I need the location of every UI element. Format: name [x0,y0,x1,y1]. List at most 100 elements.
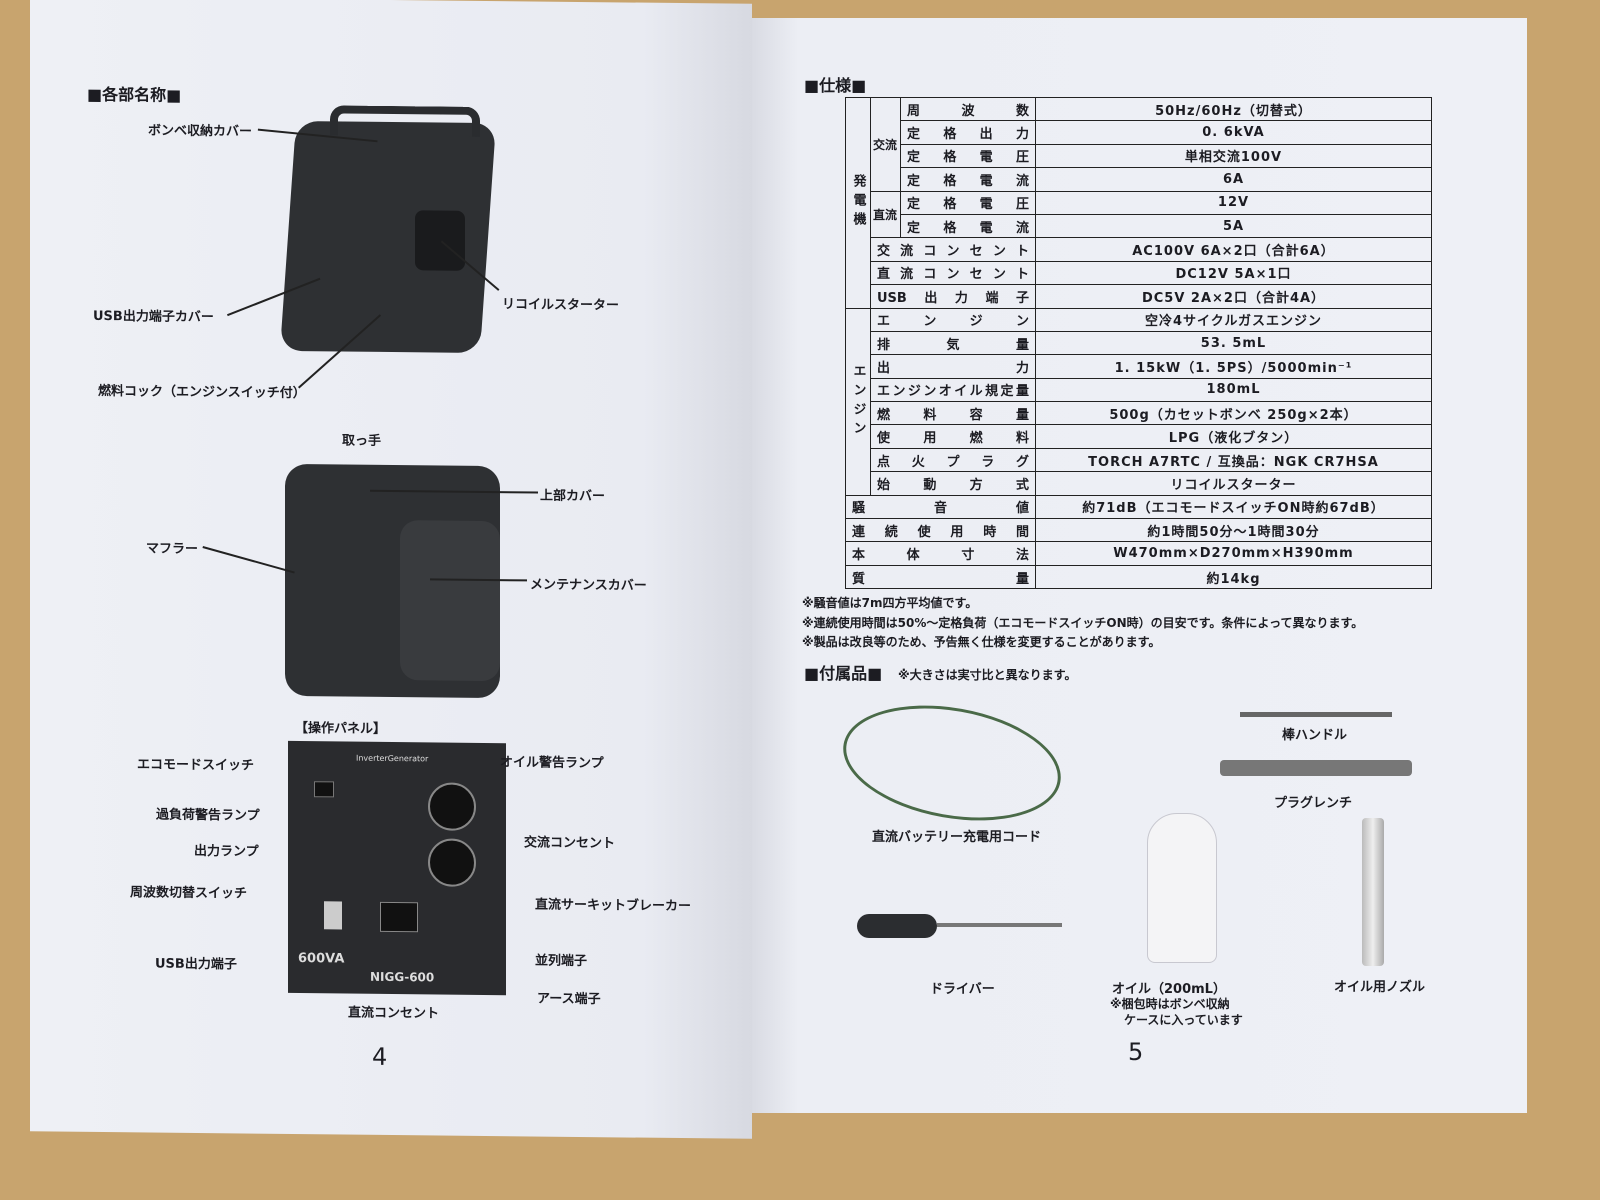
spec-label: 定格電圧 [900,190,1036,215]
accessory-plug-wrench: プラグレンチ [1274,796,1353,811]
label-ac-outlet: 交流コンセント [524,835,616,852]
spec-label: 排気量 [870,330,1036,356]
label-overload-lamp: 過負荷警告ランプ [156,807,260,824]
dc-outlet-image [380,901,418,933]
eco-switch-image [314,781,334,798]
label-top-cover: 上部カバー [540,488,606,505]
label-eco-switch: エコモードスイッチ [137,757,255,774]
section-title: ■各部名称■ [87,84,182,105]
label-output-lamp: 出力ランプ [194,843,259,860]
label-muffler: マフラー [146,541,199,557]
accessories-title: ■付属品■ [804,664,883,683]
accessory-bar-handle: 棒ハンドル [1282,728,1348,743]
label-cylinder-cover: ボンベ収納カバー [148,123,253,140]
label-freq-switch: 周波数切替スイッチ [130,885,248,902]
panel-badge: 600VA [298,951,345,967]
spec-value: 空冷4サイクルガスエンジン [1035,307,1432,332]
accessory-oil-note: ※梱包時はボンベ収納 [1110,997,1230,1011]
driver-shaft-image [937,923,1062,927]
recoil-image [415,210,465,271]
spec-value: DC5V 2A×2口（合計4A） [1035,284,1432,309]
label-earth: アース端子 [537,991,601,1008]
spec-value: 1. 15kW（1. 5PS）/5000min⁻¹ [1035,354,1432,379]
spec-label: 質量 [845,564,1036,590]
accessory-oil-note: ケースに入っています [1124,1013,1243,1027]
panel-title: 【操作パネル】 [295,720,387,737]
spec-label: 燃料容量 [870,401,1036,426]
usb-port-image [324,901,342,930]
spec-value: 53. 5mL [1035,330,1432,356]
spec-label: 定格電流 [900,167,1036,192]
spec-label: 本体寸法 [845,541,1036,566]
spec-value: 5A [1035,213,1432,239]
spec-value: DC12V 5A×1口 [1035,260,1432,286]
spec-value: 約14kg [1035,564,1432,590]
spec-value: 約71dB（エコモードスイッチON時約67dB） [1035,494,1432,520]
spec-value: 0. 6kVA [1035,120,1432,145]
spec-value: 単相交流100V [1035,143,1432,169]
panel-brand: InverterGenerator [356,753,429,764]
leader-line [202,546,295,574]
oil-bottle-image [1147,813,1217,963]
spec-label: USB出力端子 [870,284,1036,309]
group-engine: エンジン [845,307,871,496]
accessories-note: ※大きさは実寸比と異なります。 [898,668,1077,682]
ac-outlet-image [428,838,476,887]
spec-label: 始動方式 [870,471,1036,496]
spec-value: 約1時間50分～1時間30分 [1035,518,1432,543]
label-handle: 取っ手 [342,433,382,449]
spec-value: 50Hz/60Hz（切替式） [1035,96,1432,122]
spec-label: 周波数 [900,96,1036,122]
spec-value: W470mm×D270mm×H390mm [1035,541,1432,566]
spec-value: LPG（液化ブタン） [1035,424,1432,449]
oil-nozzle-image [1362,818,1384,966]
spec-label: 連続使用時間 [845,518,1036,543]
spec-label: 交流コンセント [870,237,1036,262]
spec-label: 定格電流 [900,213,1036,239]
accessory-cord: 直流バッテリー充電用コード [872,830,1042,845]
label-dc-breaker: 直流サーキットブレーカー [535,897,692,915]
spec-value: 500g（カセットボンベ 250g×2本） [1035,401,1432,426]
label-recoil-starter: リコイルスターター [502,297,620,314]
page-number: 4 [372,1042,388,1071]
page-number: 5 [1128,1038,1144,1066]
spec-label: 使用燃料 [870,424,1036,449]
spec-value: リコイルスターター [1035,471,1432,496]
plug-wrench-image [1220,760,1412,776]
spec-value: AC100V 6A×2口（合計6A） [1035,237,1432,262]
accessory-driver: ドライバー [930,982,995,997]
group-generator: 発電機 [845,97,871,309]
spec-label: エンジン [870,307,1036,332]
spec-value: 180mL [1035,377,1432,403]
handle-image [330,105,480,137]
charging-cord-image [834,689,1070,837]
section-title: ■仕様■ [804,76,867,95]
spec-value: TORCH A7RTC / 互換品：NGK CR7HSA [1035,447,1432,473]
spec-label: 直流コンセント [870,260,1036,286]
control-panel-image: InverterGenerator 600VA NIGG-600 [288,740,506,996]
label-usb-cover: USB出力端子カバー [93,308,214,326]
note: ※騒音値は7m四方平均値です。 [802,596,978,610]
spec-label: 定格電圧 [900,143,1036,169]
label-dc-outlet: 直流コンセント [348,1005,440,1022]
ac-outlet-image [428,782,476,831]
spec-label: 点火プラグ [870,447,1036,473]
label-oil-lamp: オイル警告ランプ [500,755,604,772]
left-page: ■各部名称■ ボンベ収納カバー USB出力端子カバー リコイルスターター 燃料コ… [30,0,752,1139]
label-fuel-cock: 燃料コック（エンジンスイッチ付） [98,383,306,402]
group-dc: 直流 [870,190,901,239]
label-parallel: 並列端子 [535,953,588,970]
label-usb-port: USB出力端子 [155,956,237,973]
spec-label: 定格出力 [900,120,1036,145]
driver-handle-image [857,914,937,938]
spec-label: 出力 [870,354,1036,379]
note: ※製品は改良等のため、予告無く仕様を変更することがあります。 [802,635,1161,649]
spec-label: 騒音値 [845,494,1036,520]
group-ac: 交流 [870,97,901,192]
spec-label: エンジンオイル規定量 [870,377,1036,403]
accessory-nozzle: オイル用ノズル [1334,980,1426,995]
spec-value: 12V [1035,190,1432,215]
maintenance-cover-image [400,520,500,682]
